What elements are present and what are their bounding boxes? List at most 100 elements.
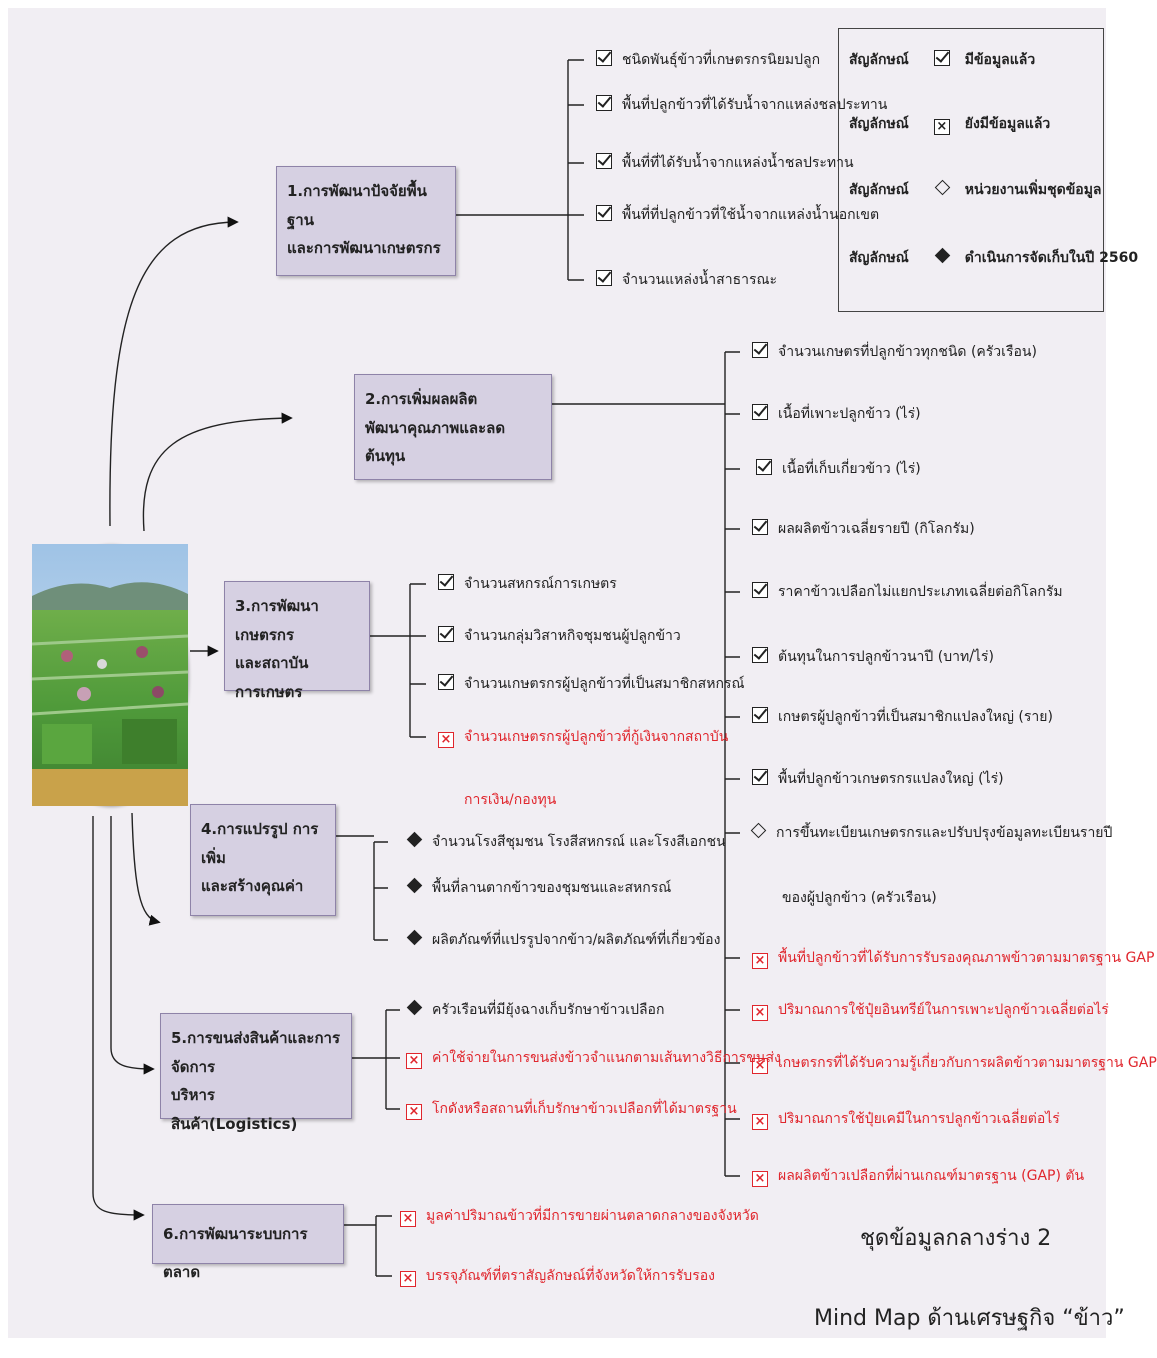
checkbox-checked-icon [752,342,768,358]
topic1-item: พื้นที่ที่ได้รับน้ำจากแหล่งน้ำชลประทาน [596,153,854,173]
topic-2-line1: 2.การเพิ่มผลผลิต [365,390,478,408]
item-text: มูลค่าปริมาณข้าวที่มีการขายผ่านตลาดกลางข… [426,1208,759,1224]
diamond-outline-icon [934,179,951,196]
checkbox-x-icon: × [400,1211,416,1227]
legend-row-no-data: สัญลักษณ์ × ยังมีข้อมูลแล้ว [849,113,1050,135]
checkbox-checked-icon [756,459,772,475]
topic1-item: พื้นที่ปลูกข้าวที่ได้รับน้ำจากแหล่งชลประ… [596,95,887,115]
item-text: โกดังหรือสถานที่เก็บรักษาข้าวเปลือกที่ได… [432,1101,737,1117]
topic2-item: ราคาข้าวเปลือกไม่แยกประเภทเฉลี่ยต่อกิโลก… [752,582,1063,602]
legend-label: สัญลักษณ์ [849,116,909,132]
item-text: จำนวนสหกรณ์การเกษตร [464,576,617,592]
topic2-item-continued: ของผู้ปลูกข้าว (ครัวเรือน) [782,888,937,908]
topic-6-line1: 6.การพัฒนาระบบการตลาด [163,1225,308,1281]
legend-box: สัญลักษณ์ มีข้อมูลแล้ว สัญลักษณ์ × ยังมี… [838,28,1138,312]
checkbox-x-icon: × [400,1271,416,1287]
checkbox-checked-icon [752,769,768,785]
topic2-item-diamond: การขึ้นทะเบียนเกษตรกรและปรับปรุงข้อมูลทะ… [750,822,1113,843]
rice-field-image [31,544,189,806]
topic-3-line1: 3.การพัฒนาเกษตรกร [235,597,319,644]
item-text: พื้นที่ที่ได้รับน้ำจากแหล่งน้ำชลประทาน [622,155,854,171]
topic6-item-missing: × มูลค่าปริมาณข้าวที่มีการขายผ่านตลาดกลาง… [400,1206,759,1227]
checkbox-checked-icon [596,95,612,111]
checkbox-x-icon: × [752,1058,768,1074]
topic-5-line2: บริหารสินค้า(Logistics) [171,1086,298,1133]
topic2-item: เนื้อที่เพาะปลูกข้าว (ไร่) [752,404,921,424]
topic-1-infrastructure: 1.การพัฒนาปัจจัยพื้นฐาน และการพัฒนาเกษตร… [276,166,456,276]
item-text: จำนวนเกษตรที่ปลูกข้าวทุกชนิด (ครัวเรือน) [778,344,1037,360]
checkbox-checked-icon [752,582,768,598]
legend-text: หน่วยงานเพิ่มชุดข้อมูล [964,182,1102,198]
diamond-filled-icon [406,877,423,894]
checkbox-x-icon: × [752,1114,768,1130]
topic1-item: พื้นที่ที่ปลูกข้าวที่ใช้น้ำจากแหล่งน้ำนอ… [596,205,879,225]
item-text: พื้นที่ปลูกข้าวที่ได้รับการรับรองคุณภาพข… [778,950,1155,966]
mind-map-canvas: สัญลักษณ์ มีข้อมูลแล้ว สัญลักษณ์ × ยังมี… [8,8,1157,1338]
legend-row-collect-2560: สัญลักษณ์ ดำเนินการจัดเก็บในปี 2560 [849,247,1138,269]
legend-text: มีข้อมูลแล้ว [964,52,1036,68]
checkbox-x-icon: × [406,1053,422,1069]
topic3-item: จำนวนสหกรณ์การเกษตร [438,574,617,594]
topic2-item: ต้นทุนในการปลูกข้าวนาปี (บาท/ไร่) [752,647,994,667]
topic1-item: จำนวนแหล่งน้ำสาธารณะ [596,270,777,290]
item-text: ผลผลิตข้าวเฉลี่ยรายปี (กิโลกรัม) [778,521,975,537]
draft-caption: ชุดข้อมูลกลางร่าง 2 [860,1226,1052,1251]
item-text: ผลผลิตข้าวเปลือกที่ผ่านเกณฑ์มาตรฐาน (GAP… [778,1168,1085,1184]
legend-row-has-data: สัญลักษณ์ มีข้อมูลแล้ว [849,49,1035,71]
item-text: จำนวนโรงสีชุมชน โรงสีสหกรณ์ และโรงสีเอกช… [432,834,726,850]
diamond-filled-icon [406,999,423,1016]
legend-row-add-dataset: สัญลักษณ์ หน่วยงานเพิ่มชุดข้อมูล [849,179,1102,201]
item-text: จำนวนกลุ่มวิสาหกิจชุมชนผู้ปลูกข้าว [464,628,681,644]
item-text: เนื้อที่เก็บเกี่ยวข้าว (ไร่) [782,461,921,477]
topic2-item: พื้นที่ปลูกข้าวเกษตรกรแปลงใหญ่ (ไร่) [752,769,1004,789]
checkbox-checked-icon [596,50,612,66]
checkbox-checked-icon [438,674,454,690]
item-text: การขึ้นทะเบียนเกษตรกรและปรับปรุงข้อมูลทะ… [776,825,1113,841]
legend-label: สัญลักษณ์ [849,250,909,266]
item-text: เกษตรกรที่ได้รับความรู้เกี่ยวกับการผลิตข… [778,1055,1157,1071]
item-text: ค่าใช้จ่ายในการขนส่งข้าวจำแนกตามเส้นทางว… [432,1050,781,1066]
checkbox-checked-icon [438,626,454,642]
item-text: เนื้อที่เพาะปลูกข้าว (ไร่) [778,406,921,422]
rice-field-photo [31,544,189,806]
topic2-item-missing: ×พื้นที่ปลูกข้าวที่ได้รับการรับรองคุณภาพ… [752,948,1154,969]
checkbox-checked-icon [752,707,768,723]
item-text: ปริมาณการใช้ปุ๋ยอินทรีย์ในการเพาะปลูกข้า… [778,1002,1109,1018]
checkbox-x-icon: × [933,119,950,135]
legend-text: ดำเนินการจัดเก็บในปี 2560 [964,250,1139,266]
diamond-filled-icon [406,929,423,946]
topic-4-processing: 4.การแปรรูป การเพิ่ม และสร้างคุณค่า [190,804,336,916]
topic-1-line1: 1.การพัฒนาปัจจัยพื้นฐาน [287,182,427,229]
topic3-item-continued: การเงิน/กองทุน [464,790,556,810]
diamond-outline-icon [750,822,767,839]
topic2-item-missing: × ปริมาณการใช้ปุ๋ยอินทรีย์ในการเพาะปลูกข้… [752,1000,1109,1021]
topic4-item: พื้นที่ลานตากข้าวของชุมชนและสหกรณ์ [406,877,672,898]
checkbox-checked-icon [752,519,768,535]
topic4-item: ผลิตภัณฑ์ที่แปรรูปจากข้าว/ผลิตภัณฑ์ที่เก… [406,929,720,950]
item-text: จำนวนแหล่งน้ำสาธารณะ [622,272,778,288]
item-text: ชนิดพันธุ์ข้าวที่เกษตรกรนิยมปลูก [622,52,821,68]
topic-1-line2: และการพัฒนาเกษตรกร [287,239,441,257]
item-text: เกษตรผู้ปลูกข้าวที่เป็นสมาชิกแปลงใหญ่ (ร… [778,709,1053,725]
legend-text: ยังมีข้อมูลแล้ว [964,116,1051,132]
legend-label: สัญลักษณ์ [849,52,909,68]
topic2-item-missing: × ผลผลิตข้าวเปลือกที่ผ่านเกณฑ์มาตรฐาน (GA… [752,1166,1084,1187]
topic-2-productivity: 2.การเพิ่มผลผลิต พัฒนาคุณภาพและลดต้นทุน [354,374,552,480]
item-text: พื้นที่ปลูกข้าวที่ได้รับน้ำจากแหล่งชลประ… [622,97,888,113]
topic2-item-missing: × ปริมาณการใช้ปุ๋ยเคมีในการปลูกข้าวเฉลี่ย… [752,1109,1060,1130]
topic2-item: เนื้อที่เก็บเกี่ยวข้าว (ไร่) [756,459,921,479]
topic2-item: ผลผลิตข้าวเฉลี่ยรายปี (กิโลกรัม) [752,519,975,539]
topic-5-line1: 5.การขนส่งสินค้าและการจัดการ [171,1029,341,1076]
topic6-item-missing: ×บรรจุภัณฑ์ที่ตราสัญลักษณ์ที่จังหวัดให้ก… [400,1266,715,1287]
checkbox-x-icon: × [752,1171,768,1187]
item-text: พื้นที่ที่ปลูกข้าวที่ใช้น้ำจากแหล่งน้ำนอ… [622,207,880,223]
item-text: การเงิน/กองทุน [464,792,557,808]
topic-6-marketing: 6.การพัฒนาระบบการตลาด [152,1204,344,1281]
checkbox-checked-icon [596,270,612,286]
checkbox-x-icon: × [752,1005,768,1021]
item-text: ปริมาณการใช้ปุ๋ยเคมีในการปลูกข้าวเฉลี่ยต… [778,1111,1060,1127]
checkbox-checked-icon [752,404,768,420]
checkbox-checked-icon [438,574,454,590]
topic1-item: ชนิดพันธุ์ข้าวที่เกษตรกรนิยมปลูก [596,50,820,70]
item-text: พื้นที่ลานตากข้าวของชุมชนและสหกรณ์ [432,880,672,896]
